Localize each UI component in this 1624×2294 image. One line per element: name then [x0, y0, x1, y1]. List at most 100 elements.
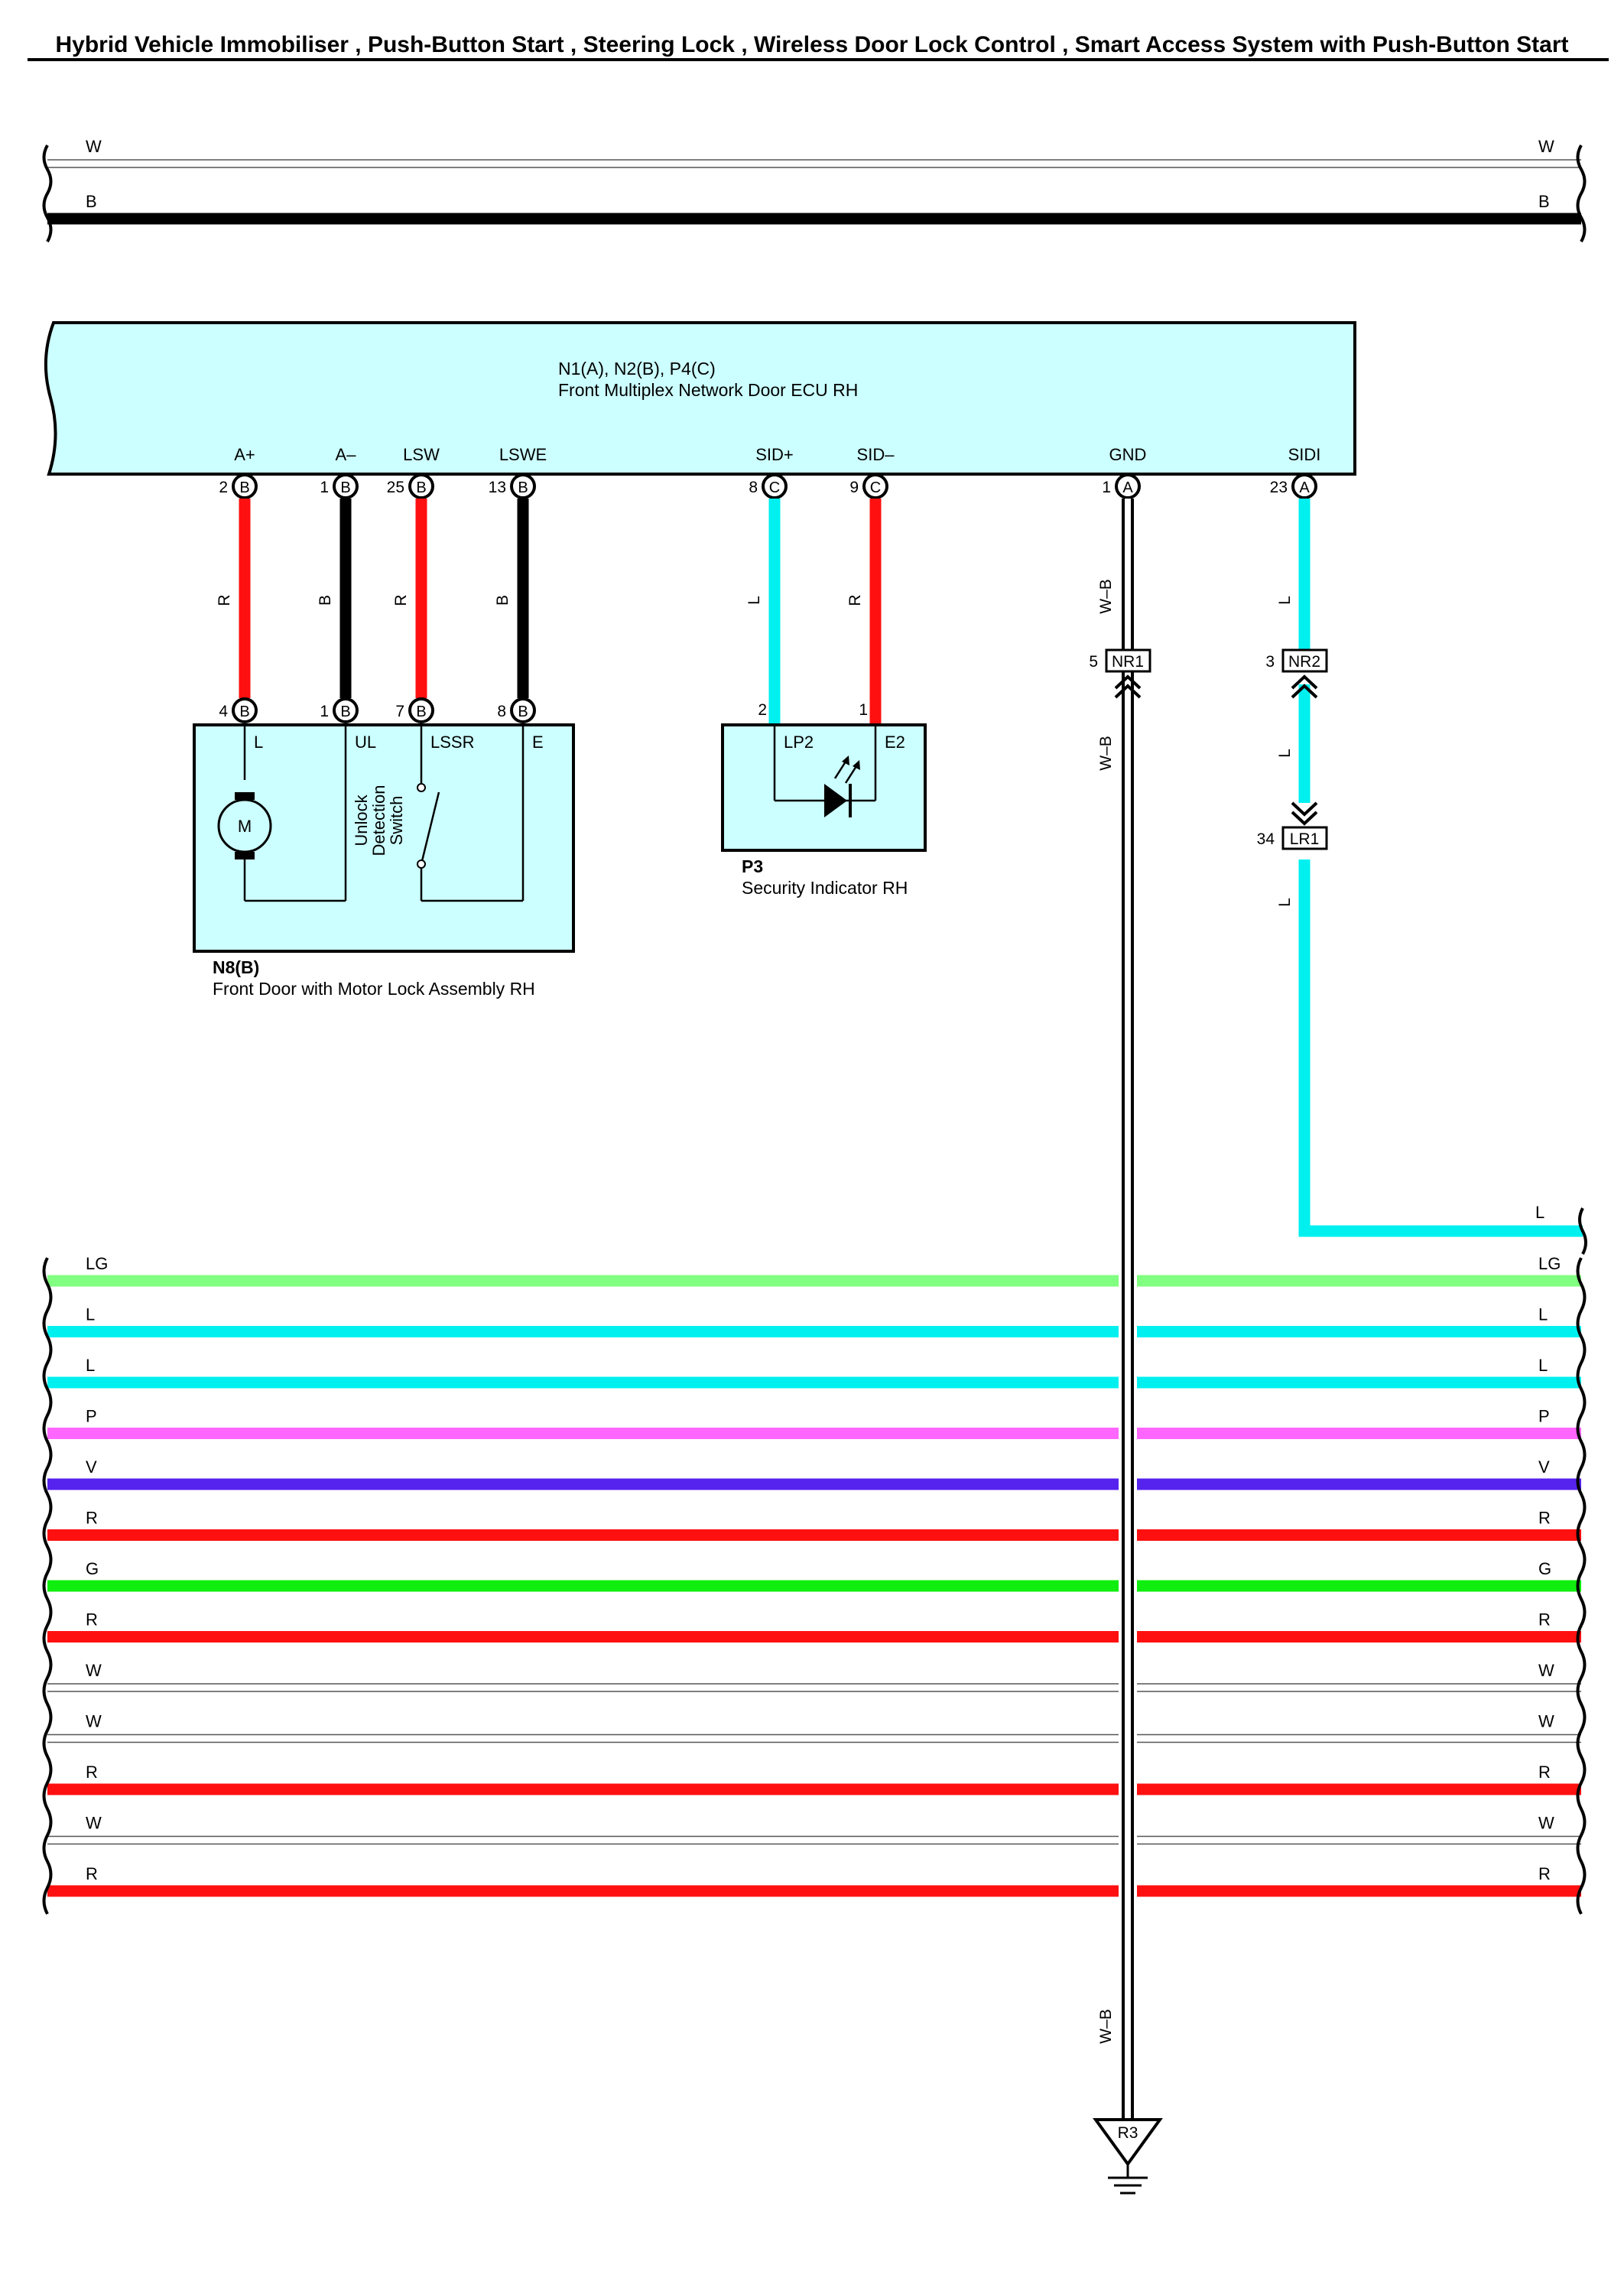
motor-pin-conn-3 [510, 697, 536, 723]
sidi-label-1: L [1276, 749, 1294, 758]
led-icon [824, 784, 847, 817]
ecu-terminal-pin-4: 8 [749, 479, 758, 496]
nr2-pin: 3 [1265, 653, 1275, 671]
ecu-terminal-name-0: A+ [234, 445, 255, 464]
wire-color-label-6: W–B [1097, 579, 1115, 614]
motor-lock-code: N8(B) [213, 957, 259, 977]
bottom-bus-right-label-0: LG [1538, 1254, 1561, 1273]
switch-label-3: Switch [387, 796, 406, 846]
bottom-bus-left-label-5: R [86, 1509, 98, 1528]
ecu-terminal-pin-3: 13 [489, 479, 506, 496]
indicator-pin-name-0: LP2 [784, 733, 814, 752]
indicator-code: P3 [742, 856, 763, 876]
lr1-pin: 34 [1257, 830, 1275, 848]
bottom-bus-left-label-10: R [86, 1763, 98, 1782]
bottom-bus-right-label-12: R [1538, 1864, 1551, 1883]
ecu-box: N1(A), N2(B), P4(C) Front Multiplex Netw… [44, 321, 1356, 476]
gnd-wire [1119, 499, 1137, 2120]
motor-pin-num-1: 1 [320, 703, 329, 720]
gnd-label-2: W–B [1097, 2009, 1115, 2044]
sidi-wire: L [1298, 499, 1587, 1255]
wire-color-label-5: R [846, 594, 864, 606]
bottom-bus-left-label-6: G [86, 1559, 99, 1578]
motor-pin-conn-0-letter: B [239, 703, 249, 720]
ground-symbol: R3 [1093, 2118, 1163, 2195]
connector-nr1: NR1 5 [1089, 648, 1151, 699]
gnd-label-1: W–B [1097, 736, 1115, 771]
bottom-bus-right-label-6: G [1538, 1559, 1551, 1578]
ecu-terminal-pin-1: 1 [320, 479, 329, 496]
ecu-terminal-pin-5: 9 [849, 479, 859, 496]
switch-label-1: Unlock [352, 794, 371, 846]
bottom-bus-left-label-3: P [86, 1407, 97, 1426]
switch-label-2: Detection [369, 785, 388, 856]
ecu-terminal-conn-7 [1291, 473, 1317, 499]
bottom-bus-left-label-12: R [86, 1864, 98, 1883]
diagram-title: Hybrid Vehicle Immobiliser , Push-Button… [55, 32, 1568, 57]
indicator-pin-num-1: 1 [859, 701, 868, 719]
ecu-terminal-conn-7-letter: A [1299, 479, 1310, 496]
ecu-codes: N1(A), N2(B), P4(C) [558, 359, 716, 379]
ecu-terminal-conn-1 [333, 473, 359, 499]
sidi-wire-labels: L L [1276, 749, 1294, 907]
connector-lr1: LR1 34 [1257, 801, 1328, 850]
ground-label: R3 [1118, 2124, 1138, 2142]
ecu-terminal-name-5: SID– [857, 445, 895, 464]
bottom-bus-right-label-1: L [1538, 1305, 1548, 1324]
security-indicator: P3 Security Indicator RH [721, 723, 927, 898]
switch-blade [420, 791, 440, 865]
motor-pin-conn-1-letter: B [340, 703, 350, 720]
motor-pin-conn-0 [232, 697, 258, 723]
sidi-label-2: L [1276, 898, 1294, 907]
bottom-bus-right-label-2: L [1538, 1356, 1548, 1375]
motor-label: M [238, 817, 252, 836]
motor-pin-name-3: E [532, 733, 544, 752]
ecu-terminal-pin-7: 23 [1270, 479, 1288, 496]
ecu-terminal-name-2: LSW [403, 445, 440, 464]
ecu-terminal-conn-2-letter: B [416, 479, 426, 496]
gnd-wire-labels: W–B W–B [1097, 736, 1115, 2044]
ecu-terminal-conn-4 [762, 473, 788, 499]
bottom-bus-left-label-7: R [86, 1610, 98, 1630]
indicator-pin-num-0: 2 [758, 701, 767, 719]
wire-color-label-0: R [216, 594, 233, 606]
ecu-terminal-pin-2: 25 [387, 479, 404, 496]
upper-wires [239, 499, 882, 726]
ecu-terminal-name-6: GND [1109, 445, 1147, 464]
indicator-pin-name-1: E2 [885, 733, 905, 752]
bottom-bus-left-label-1: L [86, 1305, 95, 1324]
bottom-bus-wire-9 [47, 1735, 1581, 1742]
switch-contact [417, 783, 426, 792]
motor-pin-name-2: LSSR [430, 733, 474, 752]
bottom-bus-right-label-11: W [1538, 1814, 1554, 1833]
bottom-bus-right-label-4: V [1538, 1457, 1550, 1477]
connector-nr2: NR2 3 [1265, 648, 1328, 699]
motor-pin-conn-2-letter: B [416, 703, 426, 720]
ecu-terminal-pin-0: 2 [219, 479, 228, 496]
ecu-terminal-conn-0 [232, 473, 258, 499]
bottom-bus-left-label-8: W [86, 1661, 102, 1680]
bottom-bus-right-label-5: R [1538, 1509, 1551, 1528]
nr1-label: NR1 [1112, 653, 1144, 671]
bottom-bus-right-label-9: W [1538, 1712, 1554, 1731]
ecu-terminal-conn-4-letter: C [769, 479, 780, 496]
ecu-terminal-conn-3 [510, 473, 536, 499]
led-light-arrow [833, 761, 847, 779]
bottom-bus-right-label-7: R [1538, 1610, 1551, 1630]
wire-color-label-3: B [494, 595, 512, 606]
lr1-label: LR1 [1290, 830, 1320, 848]
ecu-terminal-conn-5 [862, 473, 888, 499]
ecu-terminal-name-7: SIDI [1288, 445, 1321, 464]
top-bus-wire-0 [47, 161, 1581, 167]
ecu-terminal-conn-6-letter: A [1122, 479, 1133, 496]
bottom-bus-wire-8 [47, 1685, 1581, 1691]
nr2-label: NR2 [1288, 653, 1320, 671]
bottom-bus-right-label-3: P [1538, 1407, 1550, 1426]
motor-pin-conn-2 [408, 697, 434, 723]
ecu-terminal-conn-0-letter: B [239, 479, 249, 496]
